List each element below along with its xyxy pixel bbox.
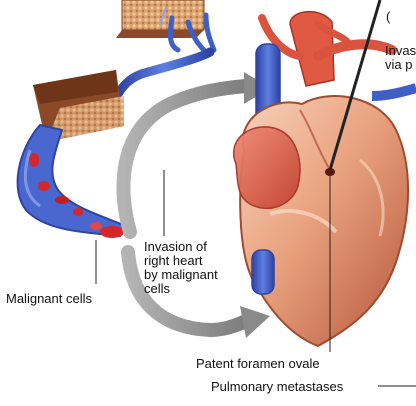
vein-with-tumor-cells <box>18 125 126 238</box>
invasion-pulmonary-label: Invas via p <box>385 44 416 72</box>
inferior-vena-cava <box>252 250 274 294</box>
tumor-cell-5 <box>90 222 102 230</box>
tumor-cell-1 <box>29 153 39 167</box>
top-cut-label: ( <box>386 10 390 24</box>
tumor-cell-3 <box>55 196 69 204</box>
tumor-cell-cluster <box>100 226 124 238</box>
invasion-right-heart-label: Invasion of right heart by malignant cel… <box>144 240 218 296</box>
malignant-cells-label: Malignant cells <box>6 292 92 306</box>
pulmonary-metastases-label: Pulmonary metastases <box>211 380 343 394</box>
patent-foramen-ovale-label: Patent foramen ovale <box>196 357 320 371</box>
tumor-cell-4 <box>73 208 83 216</box>
tumor-cell-2 <box>38 181 50 191</box>
